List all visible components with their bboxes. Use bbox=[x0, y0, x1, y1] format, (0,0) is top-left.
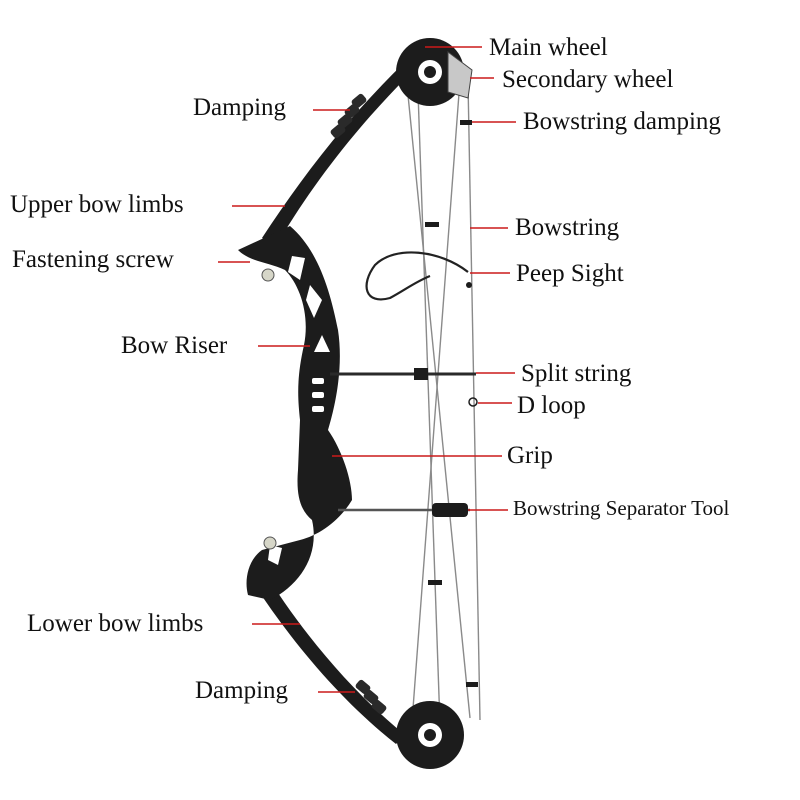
split-string-clamp bbox=[414, 368, 428, 380]
bowstring-line bbox=[467, 81, 481, 721]
riser-shape bbox=[238, 226, 352, 600]
cutout-slot-1 bbox=[312, 378, 324, 384]
upper-cam bbox=[396, 38, 473, 106]
label-damping-upper: Damping bbox=[193, 94, 287, 121]
leader-lines bbox=[218, 46, 516, 693]
label-main-wheel: Main wheel bbox=[489, 34, 608, 61]
string-accessories bbox=[425, 120, 478, 687]
damper-ring bbox=[330, 123, 346, 139]
damper-ring bbox=[363, 689, 379, 705]
cable-line-3 bbox=[411, 79, 461, 723]
label-bowstring-separator-tool: Bowstring Separator Tool bbox=[513, 496, 730, 520]
main-wheel-axle bbox=[424, 66, 436, 78]
arrow-rods bbox=[330, 368, 476, 517]
label-lower-bow-limbs: Lower bow limbs bbox=[27, 610, 204, 637]
lower-wheel-axle bbox=[424, 729, 436, 741]
label-bowstring: Bowstring bbox=[515, 214, 620, 241]
bowstring-damping-piece bbox=[460, 120, 472, 125]
lower-limb-dampers bbox=[355, 679, 387, 715]
label-upper-bow-limbs: Upper bow limbs bbox=[10, 191, 184, 218]
label-d-loop: D loop bbox=[517, 392, 586, 419]
cutout-slot-3 bbox=[312, 406, 324, 412]
peep-sight-cable bbox=[365, 251, 469, 301]
cutout-lower-2 bbox=[268, 545, 282, 565]
riser-cutouts bbox=[268, 256, 330, 565]
cutout-lower-1 bbox=[288, 520, 302, 540]
upper-limb-dampers bbox=[330, 93, 367, 139]
cutout-arrow bbox=[314, 335, 330, 352]
label-secondary-wheel: Secondary wheel bbox=[502, 66, 674, 93]
cutout-upper-1 bbox=[288, 256, 305, 280]
cutout-slot-2 bbox=[312, 392, 324, 398]
label-grip: Grip bbox=[507, 442, 553, 469]
d-loop-ring bbox=[468, 397, 478, 407]
damper-ring bbox=[355, 679, 371, 695]
label-fastening-screw: Fastening screw bbox=[12, 246, 174, 273]
label-bowstring-damping: Bowstring damping bbox=[523, 108, 721, 135]
cable-line-2 bbox=[417, 91, 441, 726]
cutout-upper-2 bbox=[306, 285, 322, 318]
label-damping-lower: Damping bbox=[195, 677, 289, 704]
label-peep-sight: Peep Sight bbox=[516, 260, 624, 287]
peep-sight-bead bbox=[466, 282, 472, 288]
lower-limb-shape bbox=[250, 568, 405, 744]
bowstring-bottom-damping bbox=[466, 682, 478, 687]
upper-limb-shape bbox=[262, 62, 414, 246]
cable-line-1 bbox=[407, 94, 471, 719]
cable-slider-lower bbox=[428, 580, 442, 585]
secondary-wheel-shape bbox=[447, 51, 473, 99]
label-bow-riser: Bow Riser bbox=[121, 332, 228, 359]
cable-slider-upper bbox=[425, 222, 439, 227]
fastening-screw-lower bbox=[263, 536, 277, 550]
bow-strings bbox=[407, 79, 481, 726]
label-split-string: Split string bbox=[521, 360, 632, 387]
fastening-screw-upper bbox=[261, 268, 275, 282]
lower-cam bbox=[396, 701, 464, 769]
damper-ring bbox=[371, 699, 387, 715]
separator-grip bbox=[432, 503, 468, 517]
